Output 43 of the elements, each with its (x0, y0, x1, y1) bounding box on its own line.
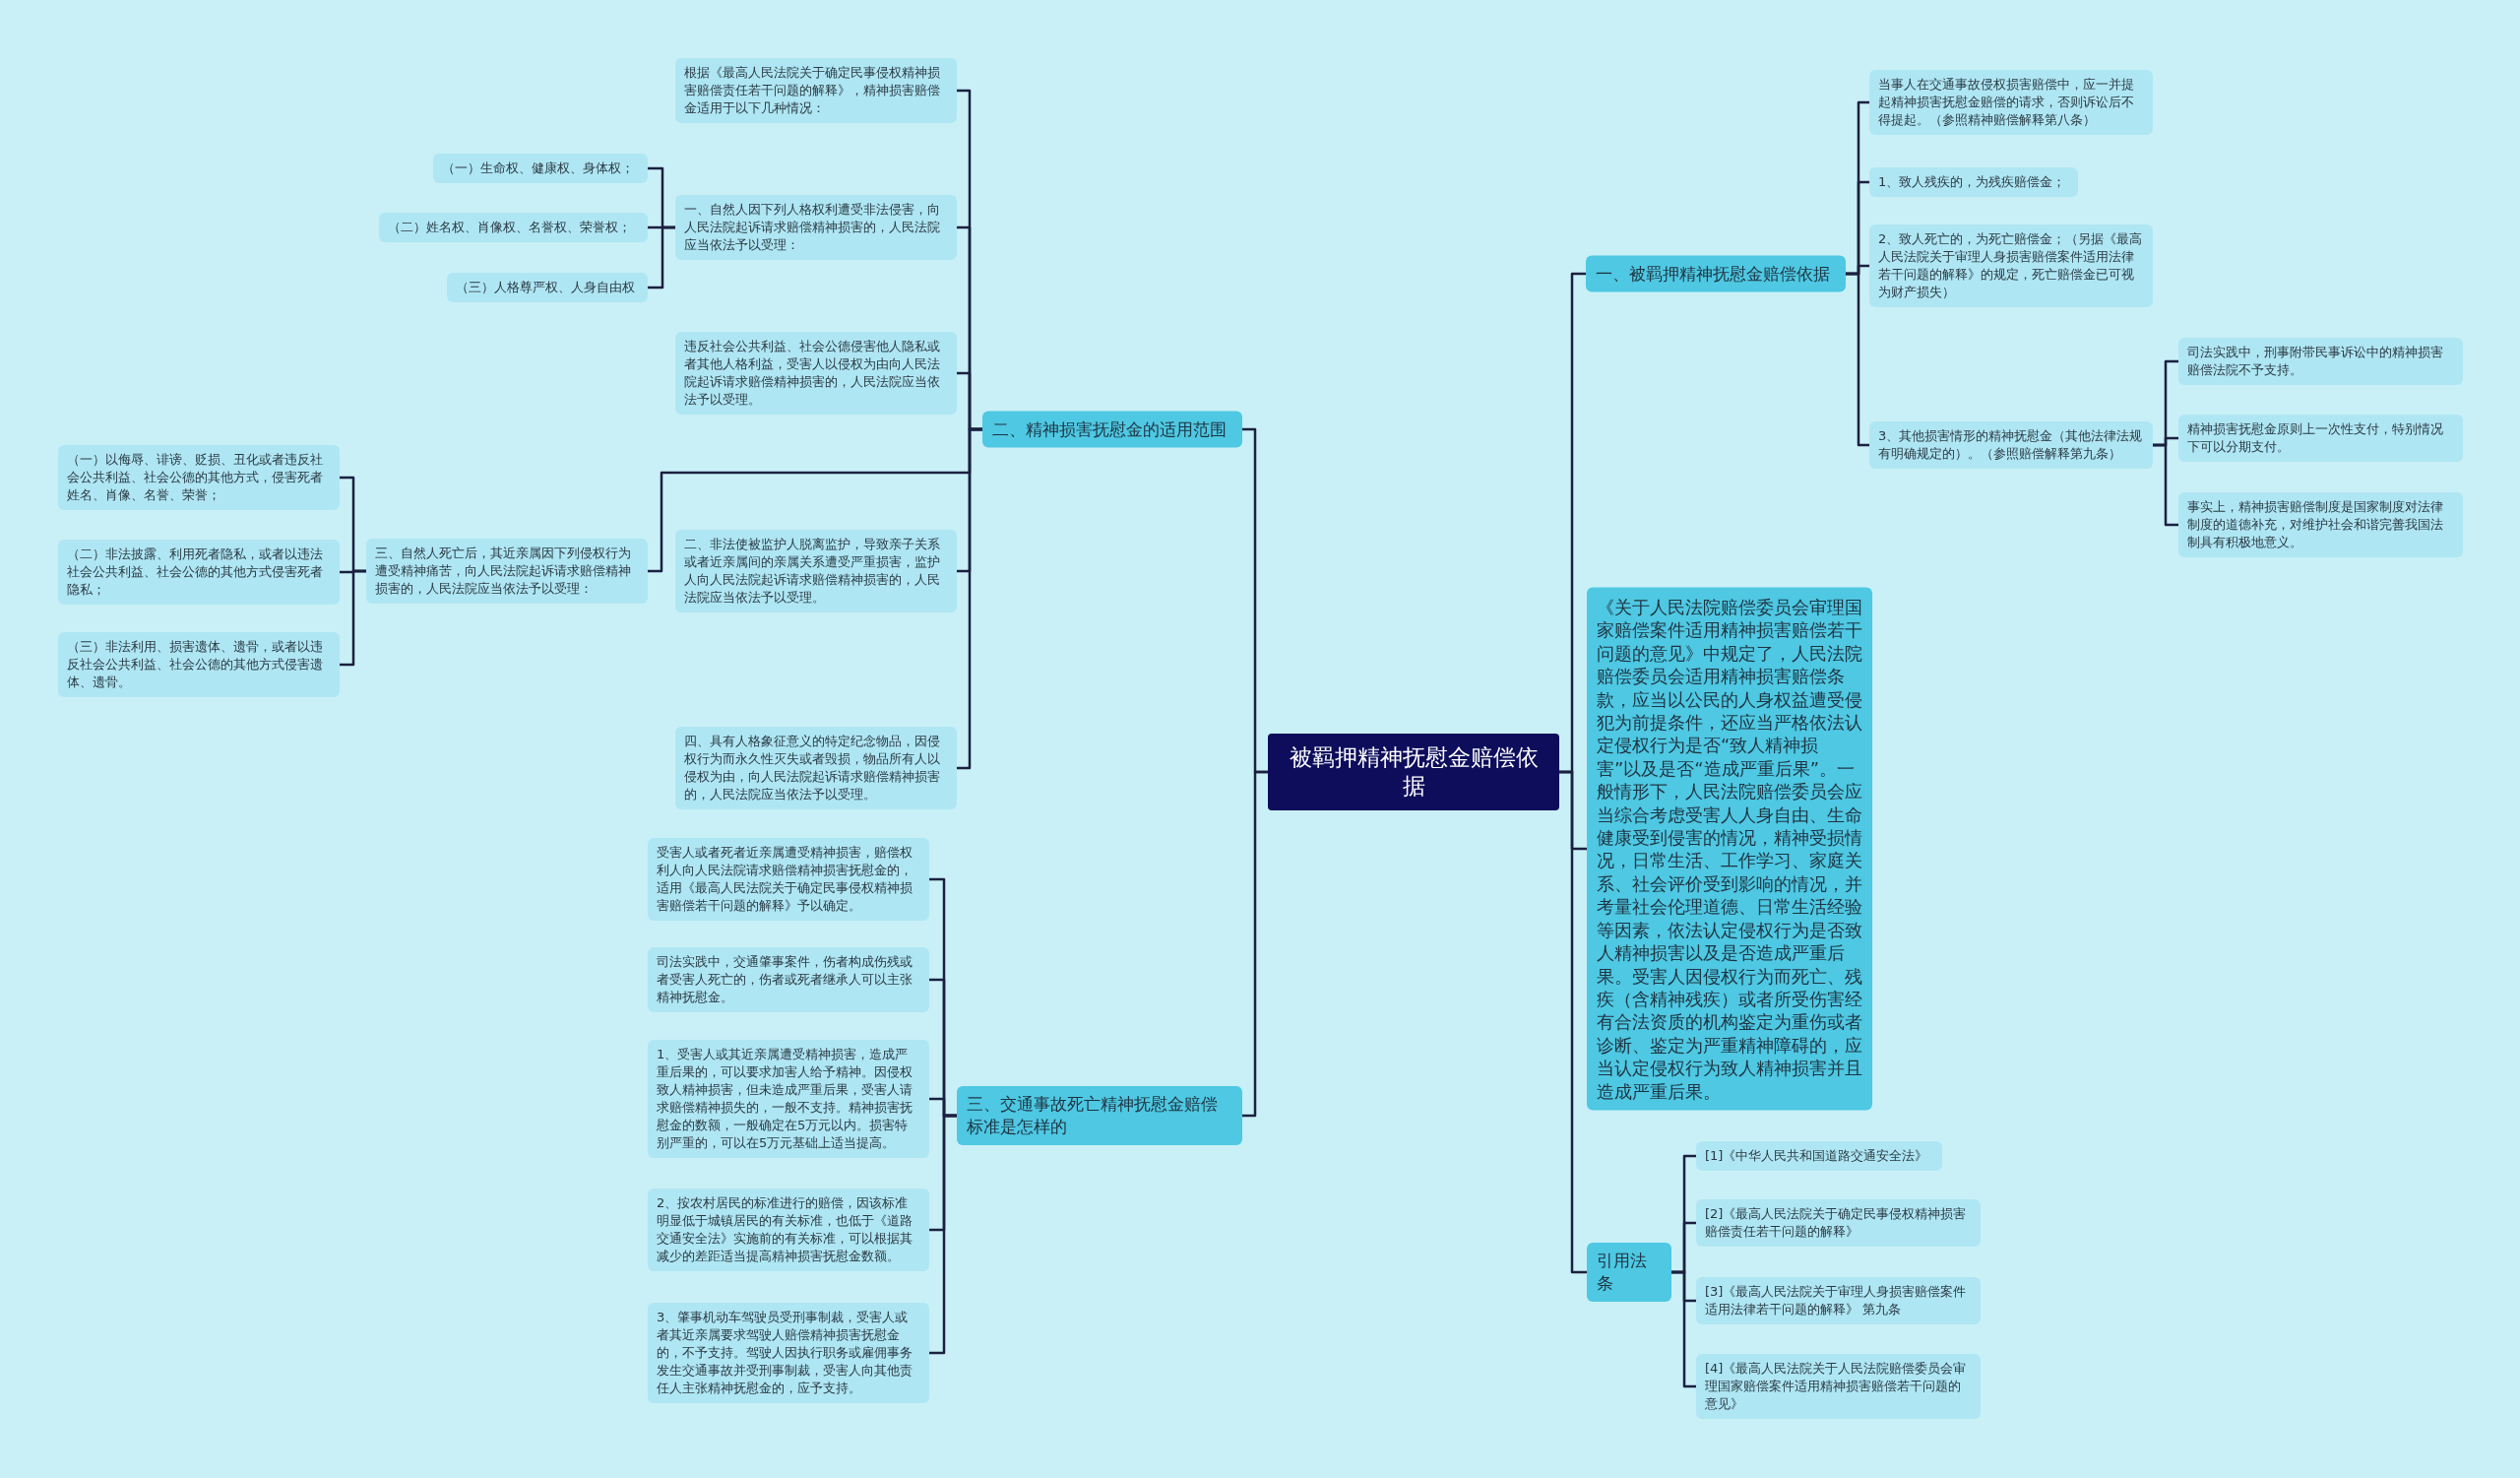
branch-topic: 引用法条 (1587, 1243, 1671, 1302)
leaf-topic: 3、肇事机动车驾驶员受刑事制裁，受害人或者其近亲属要求驾驶人赔偿精神损害抚慰金的，不予支持。驾驶人因执行职务或雇佣事务发生交通事故并受刑事制裁，受害人向其他责任人主张精神抚慰金的，应予支持。 (648, 1303, 929, 1403)
leaf-topic: [2]《最高人民法院关于确定民事侵权精神损害赔偿责任若干问题的解释》 (1696, 1199, 1981, 1247)
leaf-topic: （三）非法利用、损害遗体、遗骨，或者以违反社会公共利益、社会公德的其他方式侵害遗体、遗骨。 (58, 632, 340, 697)
connector-line (1846, 272, 1869, 447)
leaf-topic: 1、致人残疾的，为残疾赔偿金； (1869, 167, 2078, 197)
leaf-topic: 四、具有人格象征意义的特定纪念物品，因侵权行为而永久性灭失或者毁损，物品所有人以侵权为由，向人民法院起诉请求赔偿精神损害的，人民法院应当依法予以受理。 (675, 727, 957, 809)
leaf-topic: 违反社会公共利益、社会公德侵害他人隐私或者其他人格利益，受害人以侵权为由向人民法院起诉请求赔偿精神损害的，人民法院应当依法予以受理。 (675, 332, 957, 415)
leaf-topic: （一）以侮辱、诽谤、贬损、丑化或者违反社会公共利益、社会公德的其他方式，侵害死者姓名、肖像、名誉、荣誉； (58, 445, 340, 510)
branch-topic: 一、被羁押精神抚慰金赔偿依据 (1586, 255, 1846, 292)
connector-line (929, 1114, 957, 1355)
connector-line (2153, 443, 2178, 527)
leaf-topic: [4]《最高人民法院关于人民法院赔偿委员会审理国家赔偿案件适用精神损害赔偿若干问题的意见》 (1696, 1354, 1981, 1419)
leaf-topic: 三、自然人死亡后，其近亲属因下列侵权行为遭受精神痛苦，向人民法院起诉请求赔偿精神损害的，人民法院应当依法予以受理： (366, 539, 648, 604)
leaf-topic: 2、致人死亡的，为死亡赔偿金；（另据《最高人民法院关于审理人身损害赔偿案件适用法律若干问题的解释》的规定，死亡赔偿金已可视为财产损失） (1869, 225, 2153, 307)
leaf-topic: （二）姓名权、肖像权、名誉权、荣誉权； (379, 213, 648, 242)
branch-topic: 三、交通事故死亡精神抚慰金赔偿标准是怎样的 (957, 1086, 1242, 1145)
leaf-topic: 1、受害人或其近亲属遭受精神损害，造成严重后果的，可以要求加害人给予精神。因侵权致人精神损害，但未造成严重后果，受害人请求赔偿精神损失的，一般不支持。精神损害抚慰金的数额，一般确定在5万元以内。损害特别严重的，可以在5万元基础上适当提高。 (648, 1040, 929, 1158)
branch-topic: 二、精神损害抚慰金的适用范围 (982, 411, 1242, 448)
leaf-topic: 事实上，精神损害赔偿制度是国家制度对法律制度的道德补充，对维护社会和谐完善我国法制具有积极地意义。 (2178, 492, 2463, 557)
connector-line (957, 427, 982, 770)
leaf-topic: 司法实践中，刑事附带民事诉讼中的精神损害赔偿法院不予支持。 (2178, 338, 2463, 385)
central-topic: 被羁押精神抚慰金赔偿依据 (1268, 734, 1559, 810)
leaf-topic: （二）非法披露、利用死者隐私，或者以违法社会公共利益、社会公德的其他方式侵害死者隐私； (58, 540, 340, 605)
leaf-topic: （一）生命权、健康权、身体权； (433, 154, 648, 183)
leaf-topic: 司法实践中，交通肇事案件，伤者构成伤残或者受害人死亡的，伤者或死者继承人可以主张精神抚慰金。 (648, 947, 929, 1012)
connector-line (1242, 770, 1268, 1118)
connector-line (1671, 1270, 1696, 1388)
leaf-topic: 3、其他损害情形的精神抚慰金（其他法律法规有明确规定的）。（参照赔偿解释第九条） (1869, 421, 2153, 469)
leaf-topic: 精神损害抚慰金原则上一次性支付，特别情况下可以分期支付。 (2178, 415, 2463, 462)
leaf-topic: 根据《最高人民法院关于确定民事侵权精神损害赔偿责任若干问题的解释》，精神损害赔偿金适用于以下几种情况： (675, 58, 957, 123)
leaf-topic: [1]《中华人民共和国道路交通安全法》 (1696, 1141, 1942, 1171)
connector-line (1559, 770, 1587, 1274)
leaf-topic: 受害人或者死者近亲属遭受精神损害，赔偿权利人向人民法院请求赔偿精神损害抚慰金的，适用《最高人民法院关于确定民事侵权精神损害赔偿若干问题的解释》予以确定。 (648, 838, 929, 921)
paragraph-topic: 《关于人民法院赔偿委员会审理国家赔偿案件适用精神损害赔偿若干问题的意见》中规定了，人民法院赔偿委员会适用精神损害赔偿条款，应当以公民的人身权益遭受侵犯为前提条件，还应当严格依法认定侵权行为是否“致人精神损害”以及是否“造成严重后果”。一般情形下，人民法院赔偿委员会应当综合考虑受害人人身自由、生命健康受到侵害的情况，精神受损情况，日常生活、工作学习、家庭关系、社会评价受到影响的情况，并考量社会伦理道德、日常生活经验等因素，依法认定侵权行为是否致人精神损害以及是否造成严重后果。受害人因侵权行为而死亡、残疾（含精神残疾）或者所受伤害经有合法资质的机构鉴定为重伤或者诊断、鉴定为严重精神障碍的，应当认定侵权行为致人精神损害并且造成严重后果。 (1587, 587, 1872, 1111)
leaf-topic: [3]《最高人民法院关于审理人身损害赔偿案件适用法律若干问题的解释》 第九条 (1696, 1277, 1981, 1324)
connector-line (340, 569, 366, 667)
leaf-topic: 一、自然人因下列人格权利遭受非法侵害，向人民法院起诉请求赔偿精神损害的，人民法院应当依法予以受理： (675, 195, 957, 260)
leaf-topic: 2、按农村居民的标准进行的赔偿，因该标准明显低于城镇居民的有关标准，也低于《道路交通安全法》实施前的有关标准，可以根据其减少的差距适当提高精神损害抚慰金数额。 (648, 1189, 929, 1271)
connector-line (648, 225, 675, 289)
leaf-topic: 二、非法使被监护人脱离监护，导致亲子关系或者近亲属间的亲属关系遭受严重损害，监护人向人民法院起诉请求赔偿精神损害的，人民法院应当依法予以受理。 (675, 530, 957, 612)
leaf-topic: （三）人格尊严权、人身自由权 (447, 273, 648, 302)
leaf-topic: 当事人在交通事故侵权损害赔偿中，应一并提起精神损害抚慰金赔偿的请求，否则诉讼后不得提起。（参照精神赔偿解释第八条） (1869, 70, 2153, 135)
